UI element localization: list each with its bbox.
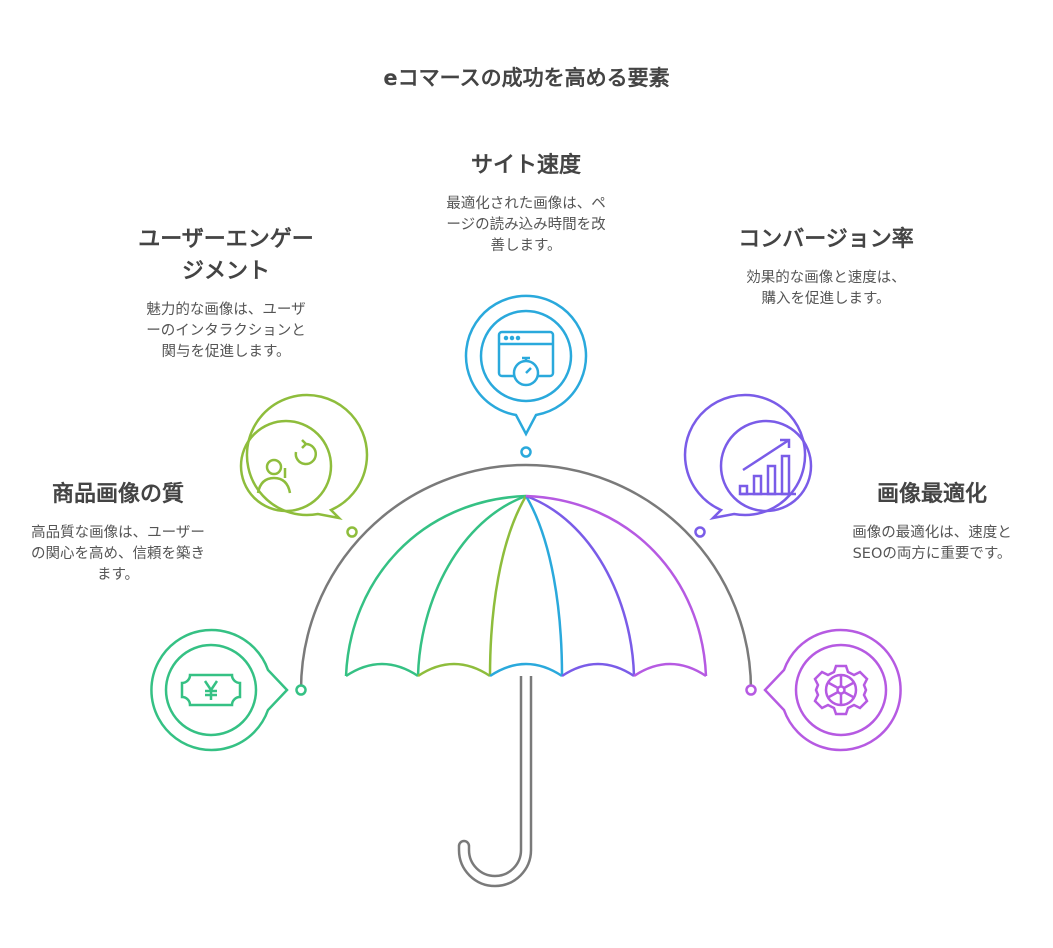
item-image-optimization: 画像最適化 画像の最適化は、速度とSEOの両方に重要です。 <box>840 479 1024 565</box>
bubble-site-speed <box>464 294 588 437</box>
outer-arc <box>299 463 753 691</box>
bubble-user-engagement <box>239 393 369 520</box>
connector-dot <box>745 684 757 696</box>
bubble-conversion-rate <box>683 393 813 520</box>
item-text: 魅力的な画像は、ユーザーのインタラクションと関与を促進します。 <box>146 302 306 360</box>
connector-dot <box>295 684 307 696</box>
connector-dot <box>346 526 358 538</box>
item-heading: ユーザーエンゲージメント <box>138 227 314 284</box>
bar-chart-growth-icon <box>738 438 796 496</box>
item-text: 高品質な画像は、ユーザーの関心を高め、信頼を築きます。 <box>31 525 205 583</box>
item-site-speed: サイト速度 最適化された画像は、ページの読み込み時間を改善します。 <box>440 150 612 257</box>
bubble-image-optimization <box>763 628 902 752</box>
connector-dot <box>694 526 706 538</box>
item-heading: 商品画像の質 <box>51 482 184 507</box>
yen-ticket-icon <box>180 673 242 707</box>
item-user-engagement: ユーザーエンゲージメント 魅力的な画像は、ユーザーのインタラクションと関与を促進… <box>134 224 318 363</box>
item-heading: サイト速度 <box>470 153 581 178</box>
user-refresh-icon <box>256 439 318 494</box>
umbrella-shaft <box>457 676 533 888</box>
item-text: 画像の最適化は、速度とSEOの両方に重要です。 <box>852 525 1012 562</box>
gear-icon <box>813 664 869 716</box>
item-conversion-rate: コンバージョン率 効果的な画像と速度は、購入を促進します。 <box>732 224 920 310</box>
item-text: 効果的な画像と速度は、購入を促進します。 <box>746 270 906 307</box>
umbrella-hook-end <box>457 839 471 847</box>
browser-stopwatch-icon <box>497 330 555 387</box>
connector-dot <box>520 446 532 458</box>
umbrella-canopy <box>344 494 708 678</box>
item-heading: コンバージョン率 <box>738 227 914 252</box>
item-heading: 画像最適化 <box>876 482 987 507</box>
item-product-image-quality: 商品画像の質 高品質な画像は、ユーザーの関心を高め、信頼を築きます。 <box>30 479 206 586</box>
item-text: 最適化された画像は、ページの読み込み時間を改善します。 <box>446 196 606 254</box>
diagram-title: eコマースの成功を高める要素 <box>383 66 670 90</box>
bubble-product-image-quality <box>150 628 289 752</box>
